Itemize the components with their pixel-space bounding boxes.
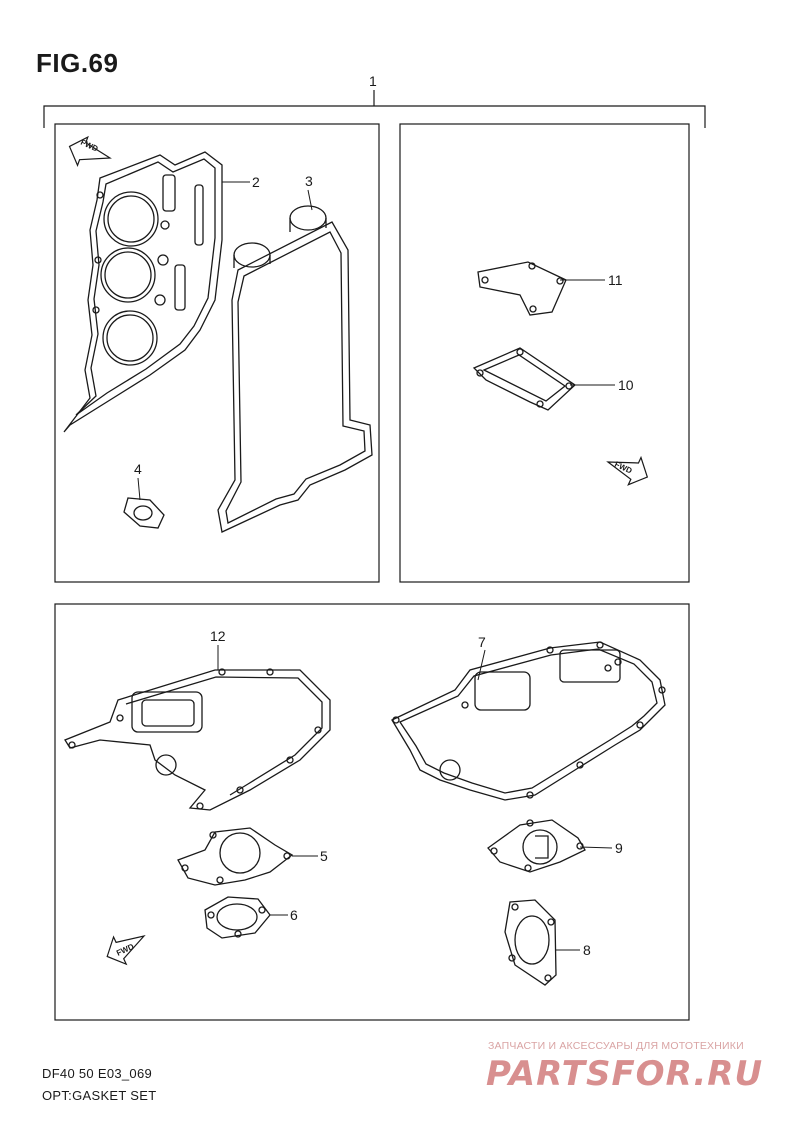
- part-2-cylinder-head-gasket: [63, 151, 223, 433]
- panel-crankcase: [54, 603, 690, 1021]
- panel-cylinder-head: [54, 123, 380, 583]
- callout-5: 5: [320, 848, 328, 864]
- callout-6: 6: [290, 907, 298, 923]
- callout-11: 11: [608, 272, 623, 288]
- part-7-gasket: [391, 641, 666, 801]
- part-9-gasket: [487, 819, 586, 873]
- set-bracket: [43, 90, 706, 128]
- part-8-gasket: [504, 899, 557, 986]
- callout-12: 12: [210, 628, 226, 644]
- part-6-gasket: [204, 896, 271, 939]
- callout-9: 9: [615, 840, 623, 856]
- model-code: DF40 50 E03_069: [42, 1066, 153, 1081]
- part-10-gasket: [472, 347, 577, 411]
- callout-8: 8: [583, 942, 591, 958]
- part-5-gasket: [177, 827, 294, 886]
- diagram-description: OPT:GASKET SET: [42, 1088, 157, 1103]
- callout-3: 3: [305, 173, 313, 189]
- callout-7: 7: [478, 634, 486, 650]
- fwd-arrow-icon: [63, 131, 115, 176]
- callout-4: 4: [134, 461, 142, 477]
- watermark-tagline: ЗАПЧАСТИ И АКСЕССУАРЫ ДЛЯ МОТОТЕХНИКИ: [488, 1040, 744, 1052]
- panel-thermostat: [399, 123, 690, 583]
- part-3-cover-gasket: [217, 205, 373, 533]
- part-4-small-gasket: [123, 497, 165, 529]
- leader-lines: [137, 181, 615, 951]
- watermark-brand: PARTSFOR.RU: [486, 1054, 764, 1094]
- callout-2: 2: [252, 174, 260, 190]
- figure-title: FIG.69: [36, 48, 119, 78]
- callout-10: 10: [618, 377, 634, 393]
- part-11-gasket: [477, 261, 567, 316]
- callout-1: 1: [369, 73, 377, 89]
- part-12-gasket: [64, 668, 331, 811]
